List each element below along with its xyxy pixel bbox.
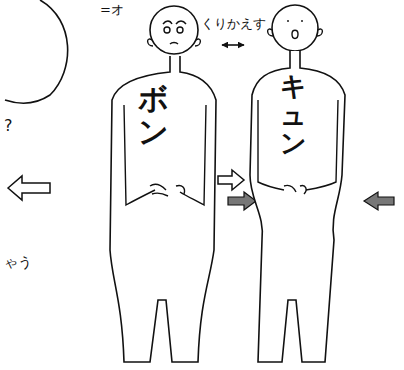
figure-body: キュン [248,2,348,366]
inward-arrow [364,192,394,210]
repeat-arrow [222,44,244,46]
sound-word: キュン [280,72,306,158]
figure-outline [106,2,218,366]
inward-arrow [228,192,256,210]
figure-outline [248,2,348,366]
edge-label: くりかえす [200,16,267,32]
note-text: ? [4,116,13,135]
outward-arrow [218,170,244,190]
sound-word: ボン [138,82,168,148]
note-text: ゃう [4,254,32,272]
outward-arrow [8,176,50,200]
figure-body: ボン [106,2,218,366]
speech-bubble [5,0,68,103]
note-text: =オ [100,1,124,19]
